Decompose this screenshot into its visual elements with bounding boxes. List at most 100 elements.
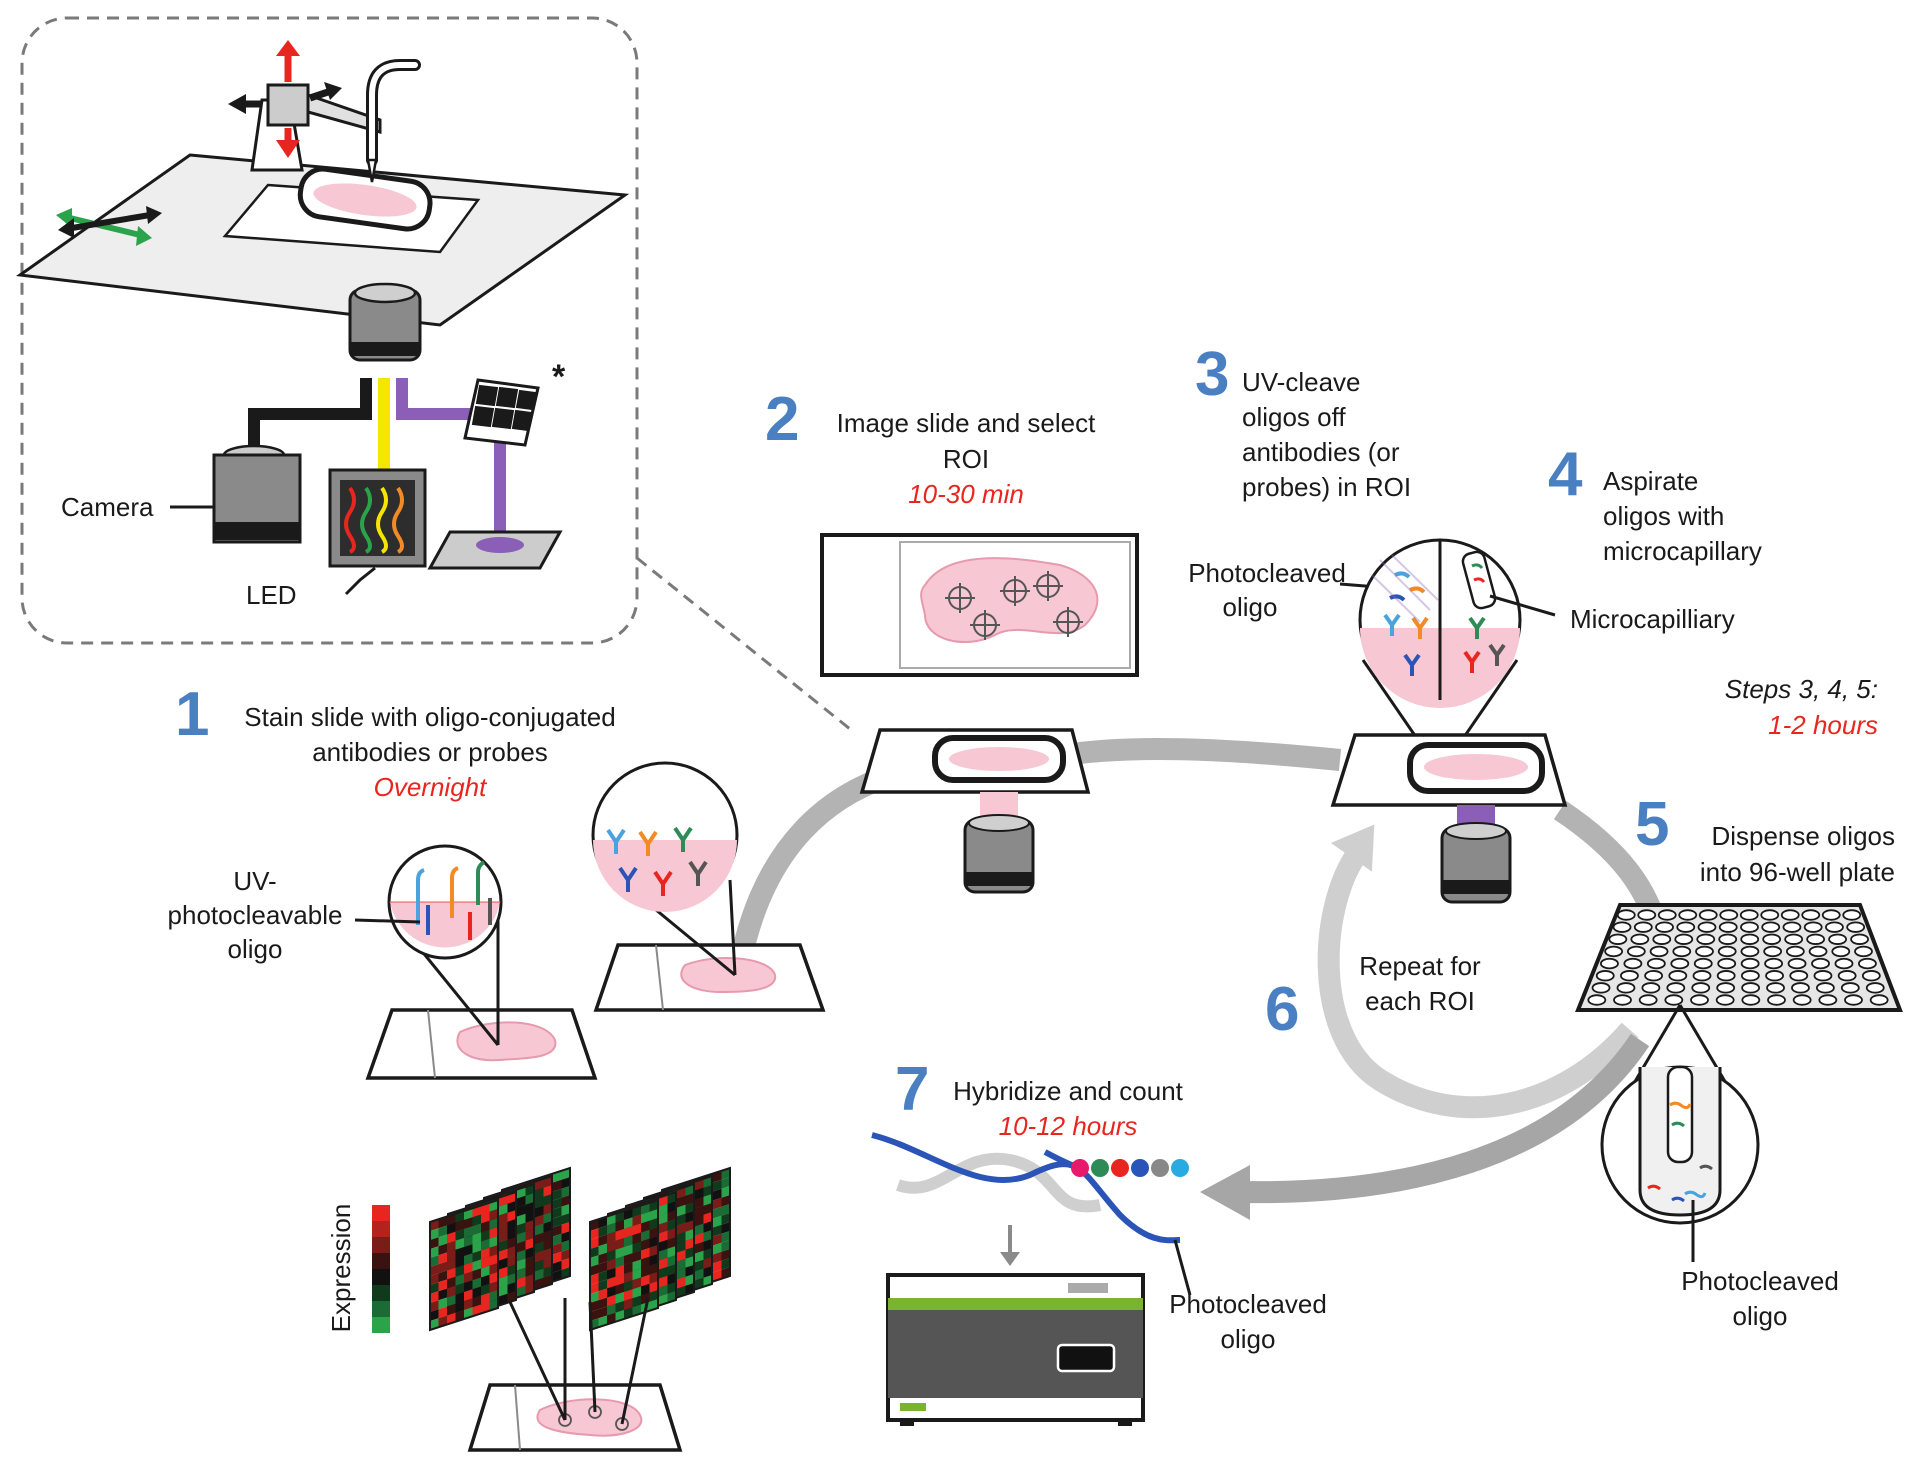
plate-well [1623,957,1643,970]
heatmap-cell [472,1268,481,1281]
heatmap-cell [535,1214,544,1227]
heatmap-cell [649,1245,658,1257]
heatmap-cell [615,1301,624,1313]
heatmap-cell [455,1220,464,1232]
heatmap-cell [695,1259,704,1272]
plate-well [1854,945,1873,958]
heatmap-cell [667,1255,676,1267]
heatmap-cell [677,1276,686,1289]
plate-well [1740,957,1760,970]
heatmap-cell [553,1215,562,1228]
photocleaved-5-line-2: oligo [1733,1301,1788,1331]
capillary-tip [366,158,378,183]
heatmap-cell [607,1276,616,1289]
heatmap-cell [713,1206,722,1219]
heatmap-cell [641,1238,650,1251]
step-4-line-2: oligos with [1603,501,1724,531]
heatmap-cell [598,1297,607,1310]
heatmap-cell [464,1217,473,1229]
heatmap-cell [615,1238,624,1250]
heatmap-cell [481,1238,490,1251]
plate-well [1691,982,1711,994]
reporter-bead [1131,1159,1149,1177]
heatmap-cell [703,1212,712,1224]
heatmap-cell [695,1196,704,1209]
heatmap-cell [615,1247,624,1259]
repeat-arrow [1317,843,1639,1119]
heatmap-cell [517,1231,526,1244]
heatmap-cell [695,1187,704,1200]
heatmap-cell [590,1237,599,1249]
heatmap-cell [525,1256,534,1268]
heatmap-cell [721,1231,730,1243]
heatmap-cell [455,1247,464,1259]
heatmap-cell [489,1290,498,1302]
heatmap-cell [543,1230,552,1242]
camera-label: Camera [61,492,154,522]
plate-well [1791,982,1810,994]
step-5-line-2: into 96-well plate [1700,857,1895,887]
stage-y-arrow-icon [69,215,141,238]
heatmap-cell [598,1270,607,1283]
step-1-tissue-b [680,956,777,994]
plate-well [1595,970,1615,982]
step-6-number: 6 [1265,975,1299,1044]
plate-well [1695,945,1714,958]
gantry-block [266,83,310,127]
plate-well [1668,970,1688,982]
plate-wells [1587,909,1889,1006]
step-3-line-1: UV-cleave [1242,367,1361,397]
camera-icon [212,453,302,544]
heatmap-cell [455,1238,464,1250]
heatmap-cell [561,1195,570,1207]
step-1-antibodies [606,826,708,896]
heatmap-cell [447,1240,456,1253]
heatmap-cell [499,1257,508,1270]
plate-well [1616,909,1636,921]
heatmap-cell [667,1282,676,1294]
plate-well [1670,957,1690,970]
cycle-arrow-1-to-2 [731,759,913,958]
heatmap-cell [649,1209,658,1221]
heatmap-cell [695,1214,704,1227]
heatmap-cell [489,1272,498,1284]
heatmap-cell [499,1239,508,1252]
heatmap-cell [641,1220,650,1233]
heatmap-cell [553,1197,562,1210]
heatmap-cell [721,1240,730,1252]
heatmap-cell [464,1253,473,1265]
photocleaved-7-line-1: Photocleaved [1169,1289,1327,1319]
heatmap-cell [430,1309,439,1321]
heatmap-cell [607,1303,616,1316]
heatmap-cell [561,1204,570,1216]
heatmap-cell [543,1266,552,1278]
heatmap-cell [561,1186,570,1198]
microcapillary-label: Microcapilliary [1570,604,1735,634]
step-3-line-2: oligos off [1242,402,1346,432]
heatmap-cell [481,1292,490,1305]
heatmap-cell [649,1227,658,1239]
plate-well [1693,957,1713,970]
heatmap-cell [598,1306,607,1319]
plate-well [1718,921,1738,933]
heatmap-cell [517,1222,526,1235]
heatmap-cell [590,1228,599,1240]
step-2: 2 Image slide and select ROI 10-30 min [765,385,1139,894]
plate-well [1646,957,1666,970]
heatmap-cell [447,1249,456,1262]
reporter-bead [1071,1159,1089,1177]
heatmap-cell [721,1204,730,1216]
heatmap-cell [553,1179,562,1192]
plate-well [1676,921,1696,933]
heatmap-cell [598,1288,607,1301]
heatmap-cell [507,1264,516,1276]
plate-well [1644,970,1664,982]
heatmap-cell [695,1223,704,1236]
plate-well [1789,970,1809,982]
heatmap-cell [632,1241,641,1254]
plate-well [1674,933,1694,945]
instrument-inset: Camera LED * [15,16,856,735]
heatmap-cell [677,1267,686,1280]
heatmap-cell [472,1223,481,1236]
